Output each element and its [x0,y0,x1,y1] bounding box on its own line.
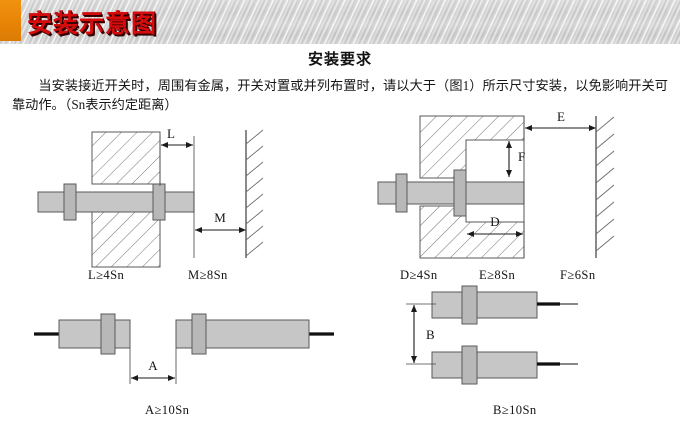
header-banner: 安装示意图 [0,0,680,44]
figure-parallel-sensors-spacing: B [400,285,620,396]
figure-opposed-sensors-spacing: A [34,296,334,396]
dimension-label-L: L [167,126,175,141]
header-divider [0,44,680,46]
sensor-assembly [377,169,525,217]
dimension-F: F [506,141,525,177]
figure-recessed-mount-sensor: F D E [377,109,658,262]
figure-flush-mount-single-sensor: L M [34,126,284,268]
dimension-label-M: M [214,210,226,225]
dimension-label-A: A [148,358,158,373]
mounting-block-lower [91,211,161,268]
caption-E: E≥8Sn [479,268,516,282]
dimension-label-D: D [490,214,499,229]
sensor-upper [431,285,578,325]
dimension-L: L [161,126,193,148]
mounting-block-upper [91,131,161,185]
dimension-label-F: F [518,149,525,164]
caption-F: F≥6Sn [560,268,596,282]
caption-M: M≥8Sn [188,268,228,282]
diagram-top-left: L M [37,126,264,268]
dimension-label-E: E [557,109,565,124]
wall-hatched-right [245,129,264,258]
diagram-bottom-right: B [406,285,578,385]
dimension-E: E [525,109,596,131]
diagram-top-right: F D E [377,109,615,259]
dimension-B: B [411,305,435,363]
sensor-assembly [37,183,195,221]
sensor-lower [431,345,578,385]
dimension-A: A [131,358,175,381]
wall-hatched-right [595,116,615,258]
diagram-bottom-left: A [34,313,334,384]
caption-B: B≥10Sn [493,403,537,417]
sensor-left [34,313,131,355]
section-heading: 安装要求 [307,52,372,68]
page-title: 安装示意图 [27,9,158,38]
sensor-right [175,313,334,355]
header-accent-bar [0,0,21,41]
caption-A: A≥10Sn [145,403,190,417]
dimension-label-B: B [426,327,435,342]
caption-D: D≥4Sn [400,268,438,282]
dimension-M: M [195,210,246,233]
dimension-D: D [467,214,523,237]
caption-L: L≥4Sn [88,268,125,282]
intro-paragraph: 当安装接近开关时，周围有金属，开关对置或并列布置时，请以大于（图1）所示尺寸安装… [12,78,668,112]
intro-block: 安装要求 当安装接近开关时，周围有金属，开关对置或并列布置时，请以大于（图1）所… [0,48,680,114]
